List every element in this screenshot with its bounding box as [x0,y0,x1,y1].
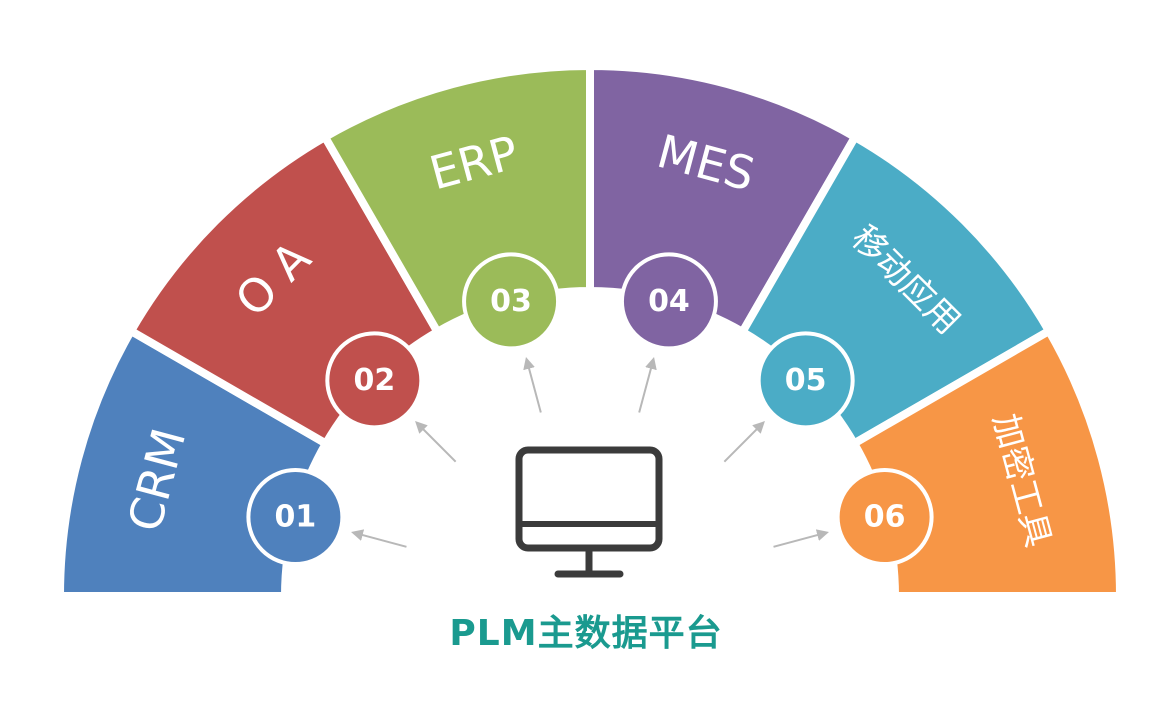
number-badge-05 [756,331,855,430]
number-badge-02 [325,331,424,430]
number-label-04: 04 [648,284,690,319]
connector-arrow-01 [351,529,407,548]
monitor-icon [515,446,663,578]
number-label-01: 01 [275,500,317,535]
platform-title: PLM主数据平台 [449,613,723,654]
number-badge-06 [835,468,934,567]
connector-arrow-05 [723,421,765,463]
number-badge-01 [246,468,345,567]
connector-arrow-03 [523,357,542,413]
connector-arrow-06 [773,529,829,548]
number-label-02: 02 [353,363,395,398]
number-badge-04 [619,252,718,351]
number-label-03: 03 [490,284,532,319]
number-label-06: 06 [864,500,906,535]
number-label-05: 05 [785,363,827,398]
number-badge-03 [462,252,561,351]
connector-arrow-04 [638,357,657,413]
connector-arrow-02 [415,421,457,463]
